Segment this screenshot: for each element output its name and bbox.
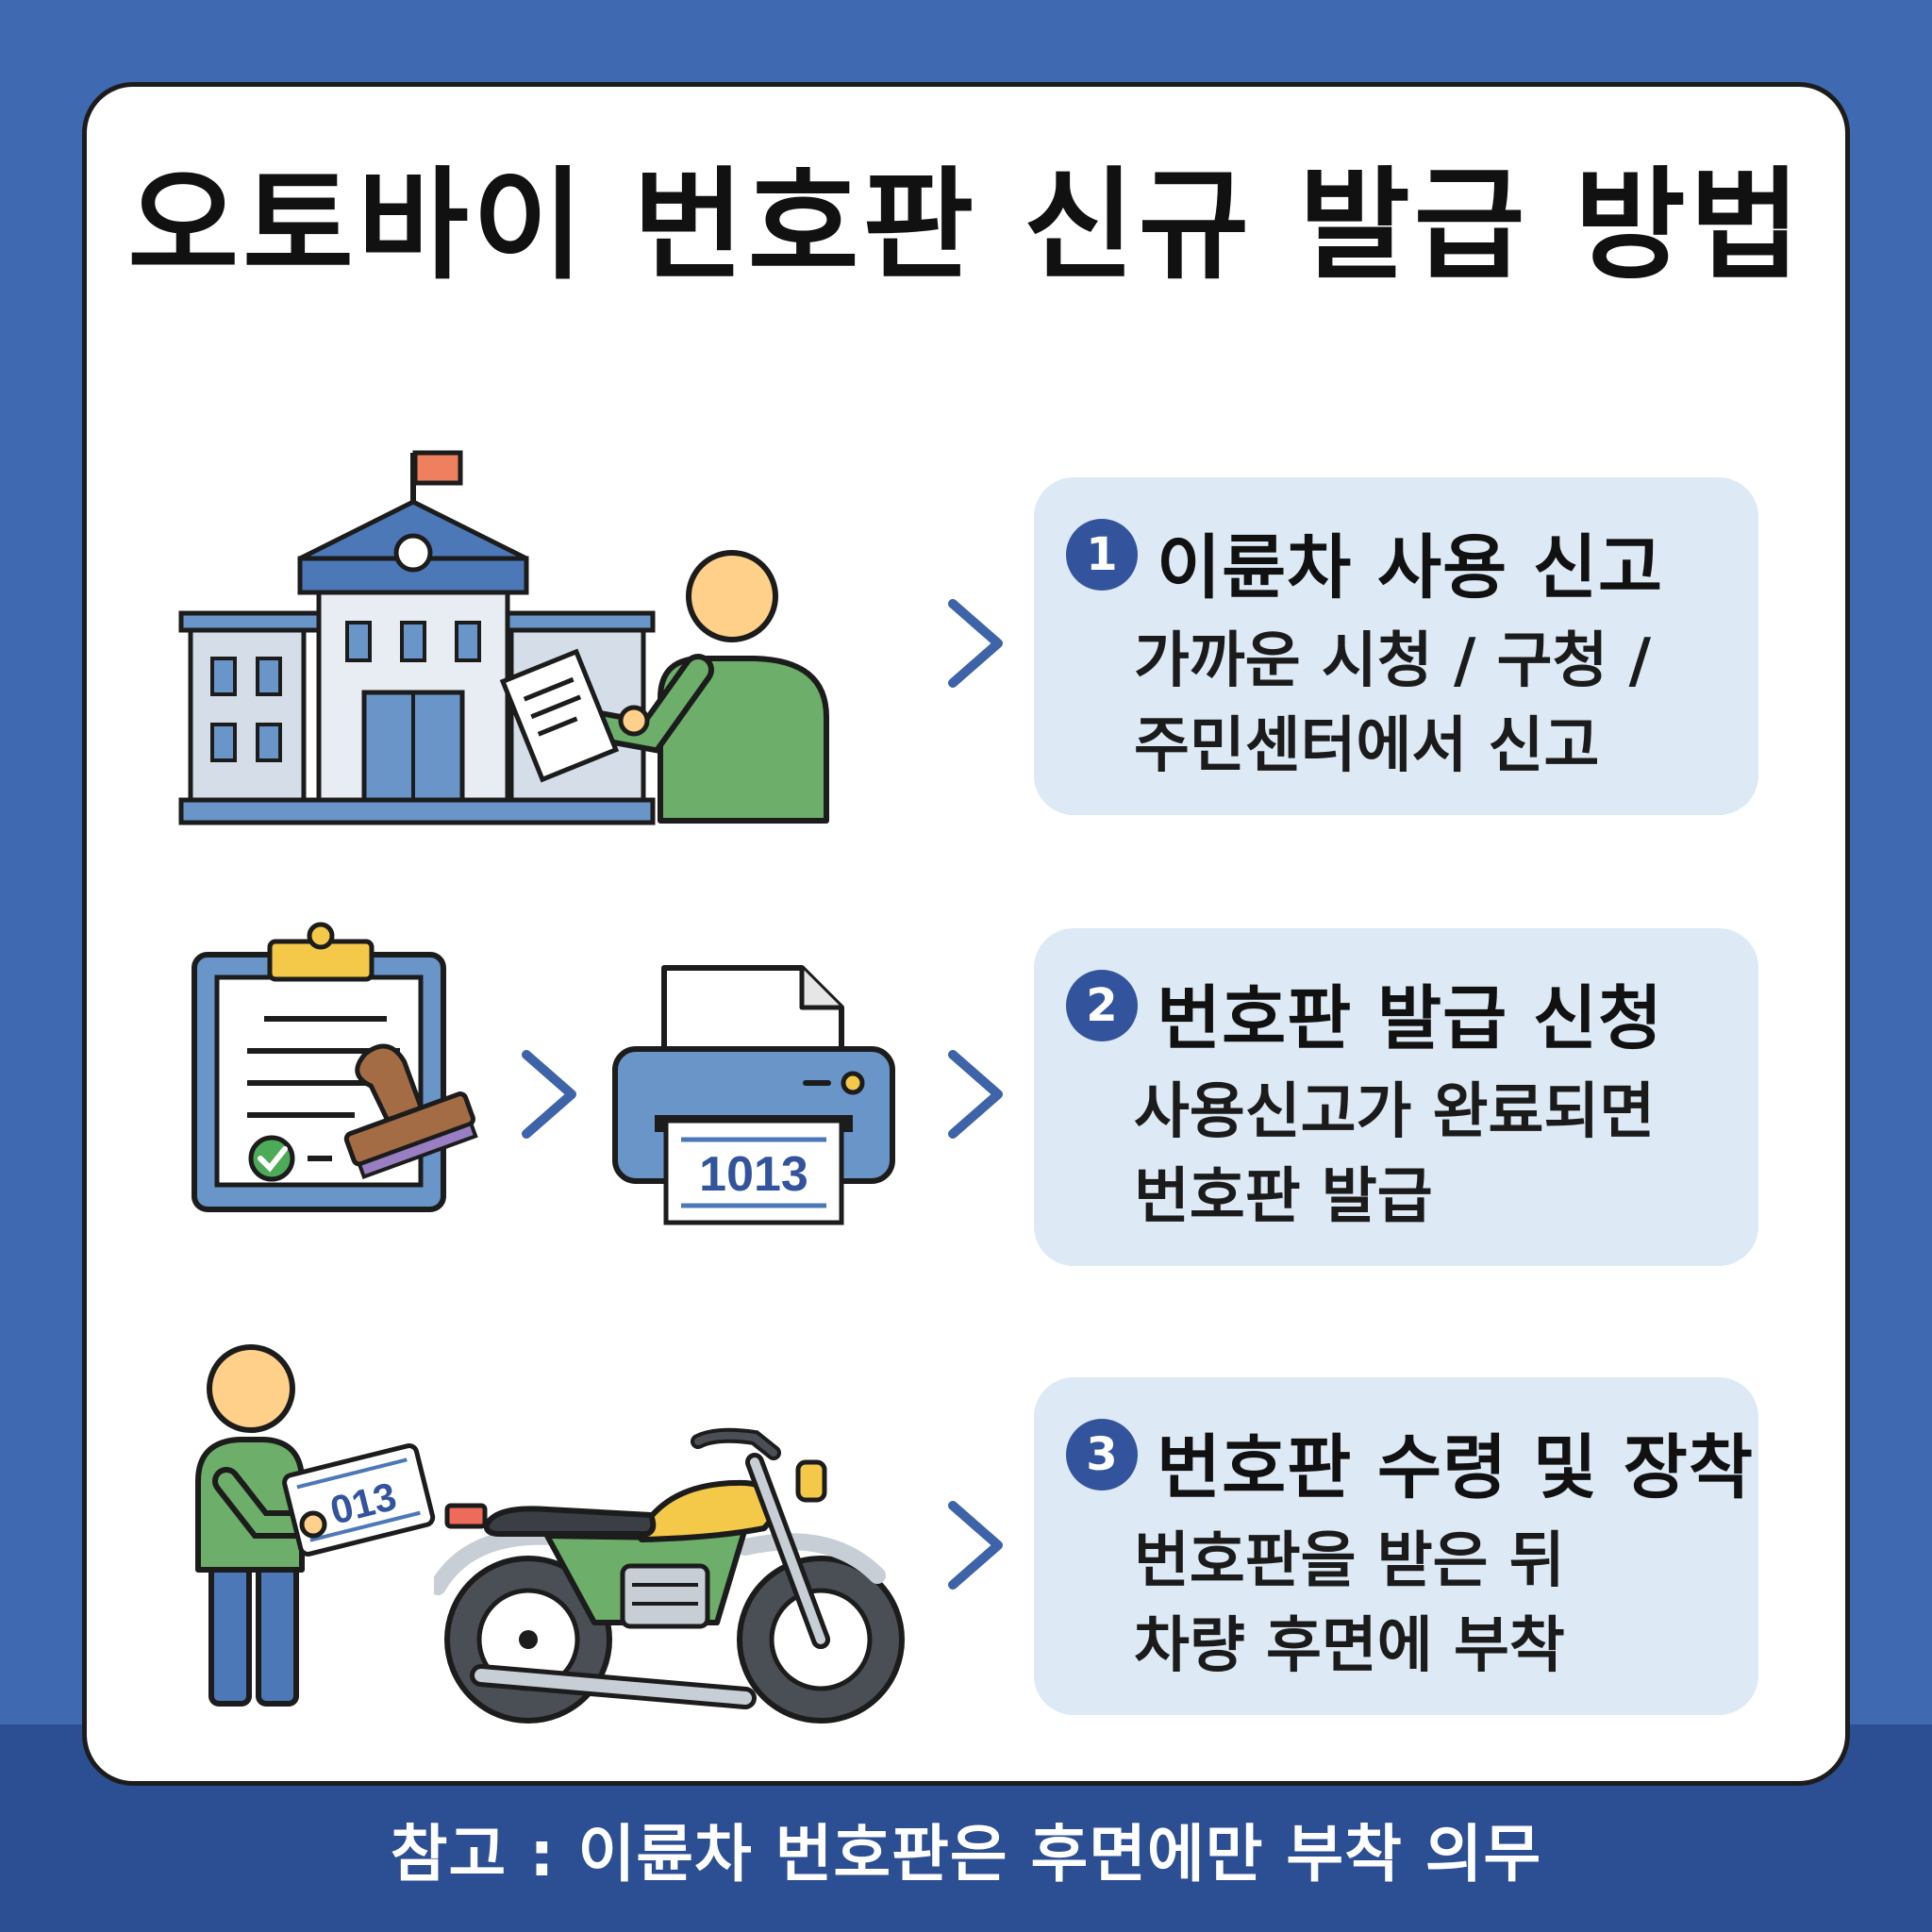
step-3-box: 3 번호판 수령 및 장착 번호판을 받은 뒤 차량 후면에 부착	[1034, 1377, 1758, 1715]
step-3-badge: 3	[1066, 1419, 1138, 1491]
step-3-title: 번호판 수령 및 장착	[1157, 1427, 1754, 1508]
step-1-title: 이륜차 사용 신고	[1157, 527, 1664, 608]
step-2-desc: 사용신고가 완료되면 번호판 발급	[1134, 1077, 1656, 1232]
printer-icon: 1013	[612, 965, 895, 1225]
step-2-badge: 2	[1066, 970, 1138, 1041]
chevron-right-icon	[522, 1050, 576, 1139]
motorcycle-icon	[434, 1427, 905, 1724]
step-1-box: 1 이륜차 사용 신고 가까운 시청 / 구청 / 주민센터에서 신고	[1034, 477, 1758, 815]
person-plate-icon: 013	[195, 1344, 436, 1707]
step-1-badge: 1	[1066, 519, 1138, 591]
page-title: 오토바이 번호판 신규 발급 방법	[127, 156, 1805, 296]
step-3-desc: 번호판을 받은 뒤 차량 후면에 부착	[1134, 1526, 1565, 1681]
footer-note: 참고 : 이륜차 번호판은 후면에만 부착 의무	[390, 1818, 1542, 1890]
clipboard-stamp-icon	[192, 922, 478, 1212]
government-office-icon	[178, 450, 829, 825]
chevron-right-icon	[948, 1050, 1003, 1139]
step-2-box: 2 번호판 발급 신청 사용신고가 완료되면 번호판 발급	[1034, 928, 1758, 1266]
chevron-right-icon	[948, 599, 1003, 688]
plate-number-printer: 1013	[699, 1147, 808, 1202]
step-2-title: 번호판 발급 신청	[1157, 978, 1664, 1059]
chevron-right-icon	[948, 1501, 1003, 1590]
step-1-desc: 가까운 시청 / 구청 / 주민센터에서 신고	[1134, 626, 1652, 781]
